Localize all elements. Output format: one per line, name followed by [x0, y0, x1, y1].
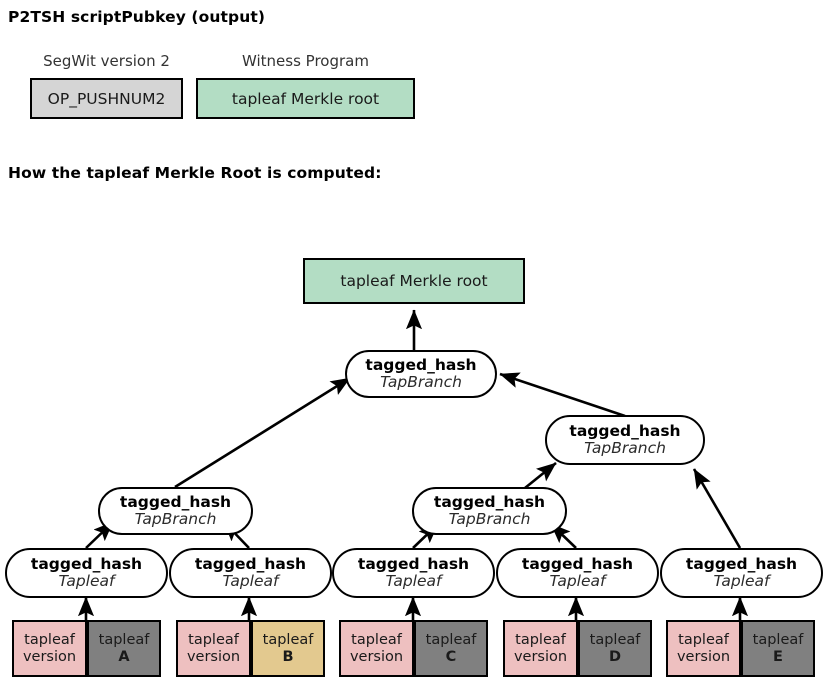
version-line-2: version: [349, 648, 404, 665]
box-op-pushnum2: OP_PUSHNUM2: [30, 78, 183, 119]
script-pair-a: tapleaf version tapleaf A: [12, 620, 161, 677]
script-line-1: tapleaf: [98, 632, 150, 649]
node-tapleaf-merkle-root: tapleaf Merkle root: [303, 258, 525, 304]
node-title: tagged_hash: [119, 493, 232, 512]
page-title-scriptpubkey: P2TSH scriptPubkey (output): [8, 8, 266, 26]
version-line-1: tapleaf: [188, 632, 239, 649]
script-pair-b: tapleaf version tapleaf B: [176, 620, 325, 677]
node-subtitle: Tapleaf: [713, 572, 770, 590]
node-tagged-hash-tapleaf-2: tagged_hash Tapleaf: [169, 548, 332, 598]
node-title: tagged_hash: [685, 555, 798, 574]
node-title: tagged_hash: [521, 555, 634, 574]
script-line-1: tapleaf: [425, 632, 477, 649]
script-pair-d: tapleaf version tapleaf D: [503, 620, 652, 677]
label-segwit-version: SegWit version 2: [43, 52, 170, 70]
node-tagged-hash-tapbranch-2: tagged_hash TapBranch: [98, 487, 253, 535]
tapleaf-script-cell-e: tapleaf E: [741, 620, 815, 677]
script-line-1: tapleaf: [262, 632, 314, 649]
node-title: tagged_hash: [365, 356, 477, 375]
tapleaf-version-cell-e: tapleaf version: [666, 620, 741, 677]
tapleaf-version-cell-b: tapleaf version: [176, 620, 251, 677]
edge-branch2-to-branch1: [174, 376, 351, 489]
version-line-2: version: [513, 648, 568, 665]
script-line-2: A: [118, 648, 130, 665]
node-tagged-hash-tapleaf-3: tagged_hash Tapleaf: [332, 548, 495, 598]
tapleaf-version-cell-d: tapleaf version: [503, 620, 578, 677]
tapleaf-script-cell-d: tapleaf D: [578, 620, 652, 677]
tapleaf-script-cell-a: tapleaf A: [87, 620, 161, 677]
version-line-2: version: [676, 648, 731, 665]
tapleaf-version-cell-a: tapleaf version: [12, 620, 87, 677]
script-line-2: B: [282, 648, 294, 665]
script-line-2: D: [608, 648, 622, 665]
version-line-1: tapleaf: [515, 632, 566, 649]
version-line-2: version: [186, 648, 241, 665]
node-tagged-hash-tapbranch-1: tagged_hash TapBranch: [345, 350, 497, 398]
node-title: tagged_hash: [194, 555, 307, 574]
node-subtitle: Tapleaf: [385, 572, 442, 590]
node-title: tagged_hash: [433, 493, 546, 512]
node-tagged-hash-tapbranch-3: tagged_hash TapBranch: [412, 487, 567, 535]
edge-branch4-to-branch1: [499, 372, 626, 418]
node-tagged-hash-tapbranch-4: tagged_hash TapBranch: [545, 415, 705, 465]
node-title: tagged_hash: [357, 555, 470, 574]
node-subtitle: TapBranch: [380, 373, 462, 391]
node-title: tagged_hash: [569, 422, 681, 441]
node-subtitle: TapBranch: [584, 439, 666, 457]
version-line-1: tapleaf: [351, 632, 402, 649]
version-line-2: version: [22, 648, 77, 665]
tapleaf-script-cell-b: tapleaf B: [251, 620, 325, 677]
node-tagged-hash-tapleaf-1: tagged_hash Tapleaf: [5, 548, 168, 598]
section-title-merkle-root: How the tapleaf Merkle Root is computed:: [8, 164, 382, 182]
tapleaf-script-cell-c: tapleaf C: [414, 620, 488, 677]
node-subtitle: TapBranch: [448, 510, 531, 528]
version-line-1: tapleaf: [24, 632, 75, 649]
script-line-2: E: [773, 648, 783, 665]
node-subtitle: Tapleaf: [222, 572, 279, 590]
tapleaf-version-cell-c: tapleaf version: [339, 620, 414, 677]
script-line-1: tapleaf: [589, 632, 641, 649]
node-subtitle: Tapleaf: [58, 572, 115, 590]
node-subtitle: Tapleaf: [549, 572, 606, 590]
node-subtitle: TapBranch: [134, 510, 217, 528]
script-pair-c: tapleaf version tapleaf C: [339, 620, 488, 677]
edge-leaf5-to-branch4: [692, 468, 742, 549]
node-title: tagged_hash: [30, 555, 143, 574]
version-line-1: tapleaf: [678, 632, 729, 649]
script-pair-e: tapleaf version tapleaf E: [666, 620, 815, 677]
label-witness-program: Witness Program: [242, 52, 369, 70]
script-line-1: tapleaf: [752, 632, 804, 649]
node-tagged-hash-tapleaf-4: tagged_hash Tapleaf: [496, 548, 659, 598]
script-line-2: C: [445, 648, 457, 665]
box-witness-program: tapleaf Merkle root: [196, 78, 415, 119]
node-tagged-hash-tapleaf-5: tagged_hash Tapleaf: [660, 548, 823, 598]
